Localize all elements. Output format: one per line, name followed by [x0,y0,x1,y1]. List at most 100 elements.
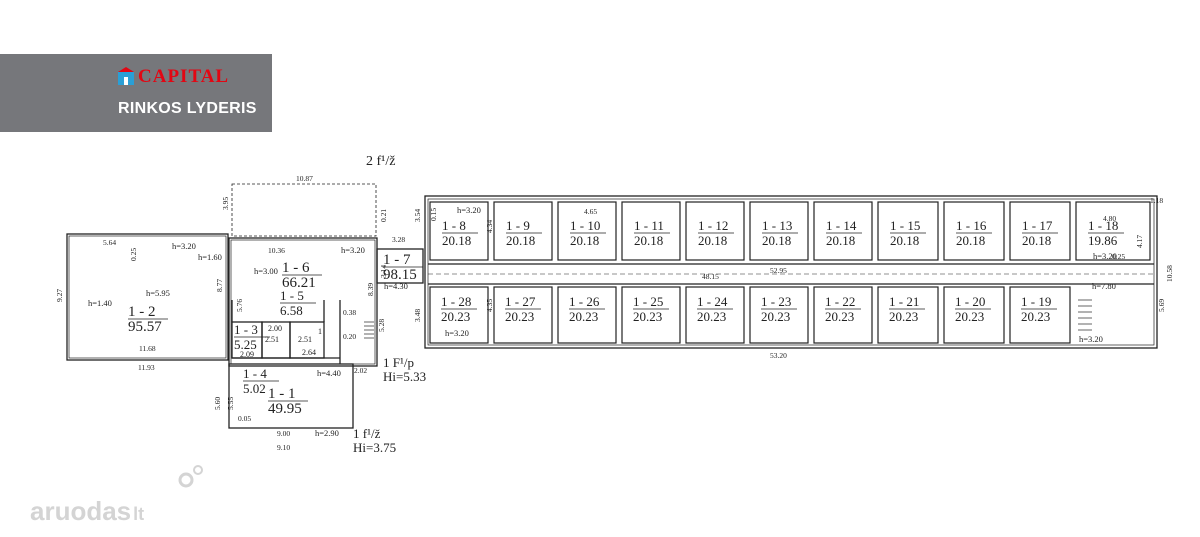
room-area: 20.23 [505,309,534,324]
dimension-value: 10.87 [296,174,313,183]
room-area: 20.18 [890,233,919,248]
brand-name: CAPITAL [138,66,230,87]
dimension-value: 8.39 [366,283,375,296]
dimension-value: 0.20 [343,332,356,341]
small-room-label: 2.51 [298,335,312,344]
unit-cell [493,286,553,344]
height-mark: h=7.80 [1092,281,1116,291]
unit-cell [429,286,489,344]
dimension-value: 0.05 [238,414,251,423]
room-area: 6.58 [280,303,303,318]
room-id: 1 - 22 [825,294,855,309]
room-area: 20.23 [955,309,984,324]
height-mark: h=3.00 [254,266,278,276]
dimension-value: 0.21 [379,209,388,222]
dimension-value: 0.38 [343,308,356,317]
dimension-value: 3.54 [413,209,422,222]
room-area: 20.18 [634,233,663,248]
height-mark: h=5.95 [146,288,170,298]
room-area: 20.18 [956,233,985,248]
room-id: 1 - 4 [243,366,267,381]
floor-title-ground-z-height: Hi=3.75 [353,440,396,455]
height-mark: h=2.90 [315,428,339,438]
dimension-value: 10.36 [268,246,285,255]
room-area: 20.23 [633,309,662,324]
unit-cell [429,201,489,261]
room-id: 1 - 18 [1088,218,1118,233]
brand-panel [0,54,272,132]
room-id: 1 - 7 [383,252,411,268]
room-id: 1 - 6 [282,260,310,276]
height-mark: h=3.20 [457,205,481,215]
room-area: 20.18 [762,233,791,248]
room-id: 1 - 21 [889,294,919,309]
dimension-value: 0.25 [129,248,138,261]
room-id: 1 - 11 [634,218,664,233]
room-area: 20.23 [1021,309,1050,324]
dimension-value: 0.15 [429,208,438,221]
room-id: 1 - 10 [570,218,600,233]
room-id: 1 - 16 [956,218,987,233]
room-area: 5.02 [243,381,266,396]
dimension-value: 10.58 [1165,265,1174,282]
room-area: 20.18 [506,233,535,248]
unit-cell [685,286,745,344]
unit-cell [557,201,617,261]
room-area: 20.23 [825,309,854,324]
unit-cell [621,286,681,344]
dimension-value: 9.00 [277,429,290,438]
room-area: 19.86 [1088,233,1118,248]
dimension-value: 9.10 [277,443,290,452]
room-id: 1 - 19 [1021,294,1051,309]
dimension-value: 5.64 [103,238,116,247]
room-area: 95.57 [128,319,162,335]
dimension-value: 52.95 [770,266,787,275]
small-room-label: 2.09 [240,350,254,359]
dimension-value: 3.14 [379,265,388,278]
unit-cell [1009,286,1071,344]
room-id: 1 - 14 [826,218,857,233]
small-room-label: 2.51 [265,335,279,344]
dimension-value: 0.25 [1112,252,1125,261]
room-id: 1 - 17 [1022,218,1053,233]
room-area: 20.18 [442,233,471,248]
room-area: 5.25 [234,337,257,352]
dimension-value: 8.77 [215,279,224,292]
room-id: 1 - 28 [441,294,471,309]
room-area: 98.15 [383,267,417,283]
dimension-value: 48.15 [702,272,719,281]
unit-cell [943,286,1005,344]
room-area: 20.18 [570,233,599,248]
dimension-value: 2.02 [354,366,367,375]
dimension-value: 4.35 [485,299,494,312]
height-mark: h=1.40 [88,298,112,308]
room-area: 49.95 [268,401,302,417]
room-id: 1 - 24 [697,294,728,309]
stairs-icon [364,299,1092,339]
room-id: 1 - 1 [268,386,296,402]
unit-cell [943,201,1005,261]
dimension-value: 1.18 [1150,196,1163,205]
watermark-suffix: lt [133,504,145,524]
height-mark: h=4.30 [384,281,408,291]
room-id: 1 - 3 [234,322,258,337]
room-id: 1 - 9 [506,218,530,233]
floor-title-ground-p-height: Hi=5.33 [383,369,426,384]
room-id: 1 - 26 [569,294,600,309]
dimension-value: 5.55 [226,397,235,410]
dimension-value: 4.65 [584,207,597,216]
capital-logo-icon [118,67,134,85]
unit-cell [621,201,681,261]
floor-title-ground-z: 1 f¹/ž [353,426,381,441]
room-area: 20.18 [698,233,727,248]
height-labels: h=3.20h=5.95h=1.60h=1.40h=3.00h=3.20h=4.… [88,205,1117,438]
unit-cell [685,201,745,261]
dimension-value: 11.68 [139,344,156,353]
room-area: 20.23 [441,309,470,324]
watermark-name: aruodas [30,496,132,526]
unit-cell [557,286,617,344]
